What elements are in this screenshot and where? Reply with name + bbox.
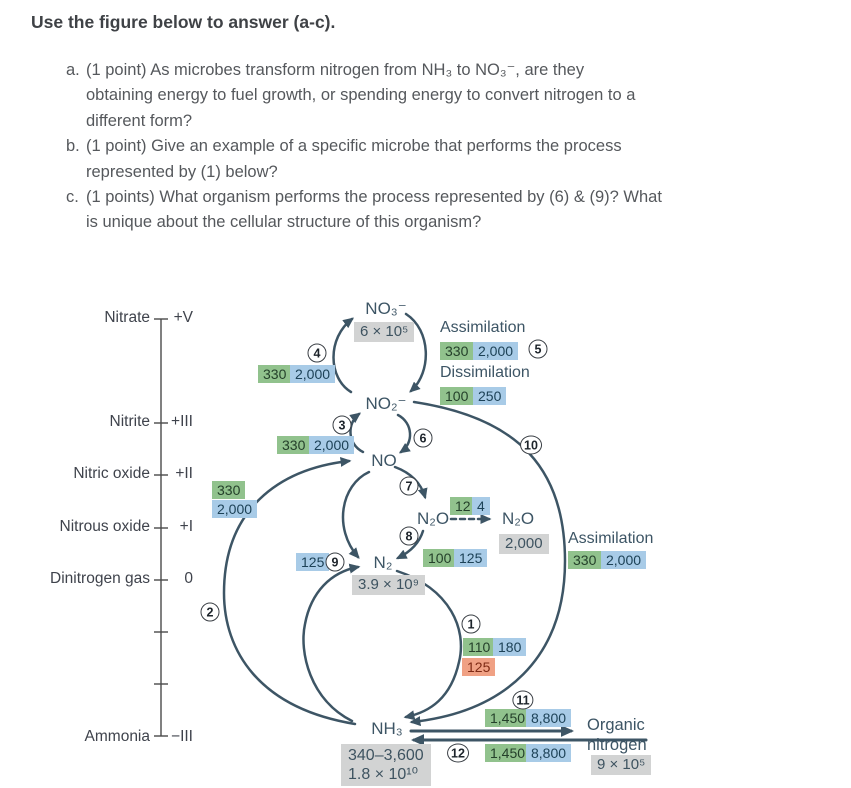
process-number-1: 1 (461, 614, 481, 634)
oxidation-state-minus3: −III (171, 728, 193, 745)
question-c-text: (1 points) What organism performs the pr… (86, 188, 662, 232)
axis-label-nitrate: Nitrate (104, 309, 150, 326)
flux-badge: 100 (423, 549, 457, 567)
question-b-label: b. (66, 137, 80, 156)
process-number-11: 11 (512, 690, 534, 710)
flux-badge: 1,450 (485, 744, 531, 762)
flux-badge: 4 (472, 497, 490, 515)
axis-label-nitric-oxide: Nitric oxide (73, 465, 150, 482)
flux-badge: 125 (296, 553, 330, 571)
flux-badge: 125 (462, 658, 496, 676)
pool-nitrous-oxide: 2,000 (499, 534, 549, 554)
species-nitric-oxide: NO (371, 451, 397, 470)
question-c: c. (1 points) What organism performs the… (66, 185, 836, 236)
page-title: Use the figure below to answer (a-c). (31, 12, 336, 32)
flux-badge: 1,450 (485, 709, 531, 727)
flux-badge: 250 (473, 387, 507, 405)
question-a: a. (1 point) As microbes transform nitro… (66, 58, 836, 134)
question-list: a. (1 point) As microbes transform nitro… (66, 58, 836, 236)
label-assimilation-top: Assimilation (440, 319, 526, 336)
question-c-label: c. (66, 188, 79, 207)
pool-nitrate: 6 × 10⁵ (354, 322, 415, 342)
axis-label-nitrite: Nitrite (109, 413, 150, 430)
species-organic-nitrogen: Organic nitrogen (587, 715, 647, 755)
species-dinitrogen: N₂ (373, 553, 393, 572)
question-b: b. (1 point) Give an example of a specif… (66, 134, 836, 185)
flux-badge: 125 (454, 549, 488, 567)
oxidation-state-zero: 0 (184, 570, 193, 587)
flux-badge: 2,000 (309, 436, 355, 454)
organic-line1: Organic (587, 716, 645, 734)
flux-badge: 8,800 (526, 744, 572, 762)
oxidation-state-plus2: +II (175, 465, 193, 482)
process-number-9: 9 (325, 552, 345, 572)
process-number-6: 6 (413, 428, 433, 448)
axis-label-ammonia: Ammonia (84, 728, 150, 745)
process-number-3: 3 (332, 415, 352, 435)
species-nitrous-oxide-right: N₂O (501, 509, 535, 528)
species-nitrite: NO₂⁻ (365, 394, 407, 413)
species-nitrous-oxide-left: N₂O (416, 509, 450, 528)
flux-badge: 330 (277, 436, 311, 454)
process-number-12: 12 (447, 743, 469, 763)
pool-ammonia: 340–3,600 1.8 × 10¹⁰ (341, 744, 431, 786)
flux-badge: 330 (440, 342, 474, 360)
process-number-4: 4 (307, 343, 327, 363)
species-nitrate: NO₃⁻ (365, 299, 407, 318)
process-number-10: 10 (520, 435, 542, 455)
axis-label-nitrous-oxide: Nitrous oxide (59, 518, 150, 535)
oxidation-state-plus3: +III (171, 413, 193, 430)
axis-label-dinitrogen-gas: Dinitrogen gas (50, 570, 150, 587)
flux-badge: 2,000 (290, 365, 336, 383)
process-number-2: 2 (200, 602, 220, 622)
species-ammonia: NH₃ (371, 719, 403, 738)
label-dissimilation: Dissimilation (440, 364, 530, 381)
oxidation-state-plus1: +I (179, 518, 193, 535)
label-assimilation-right: Assimilation (568, 530, 654, 547)
flux-badge: 180 (493, 638, 527, 656)
process-number-7: 7 (399, 476, 419, 496)
flux-badge: 2,000 (601, 551, 647, 569)
question-b-text: (1 point) Give an example of a specific … (86, 137, 622, 181)
pool-ammonia-range: 340–3,600 (348, 747, 424, 764)
question-a-label: a. (66, 61, 80, 79)
pool-organic-nitrogen: 9 × 10⁵ (591, 755, 652, 775)
flux-badge: 330 (568, 551, 602, 569)
flux-badge: 100 (440, 387, 474, 405)
organic-line2: nitrogen (587, 736, 647, 754)
pool-dinitrogen: 3.9 × 10⁹ (352, 575, 426, 595)
process-number-5: 5 (528, 339, 548, 359)
flux-badge: 330 (258, 365, 292, 383)
flux-badge: 2,000 (473, 342, 519, 360)
pool-ammonia-total: 1.8 × 10¹⁰ (348, 766, 419, 783)
question-a-text: (1 point) As microbes transform nitrogen… (86, 61, 636, 130)
process-number-8: 8 (399, 526, 419, 546)
oxidation-state-plus5: +V (173, 309, 193, 326)
flux-badge: 110 (463, 638, 496, 656)
flux-badge: 2,000 (212, 500, 258, 518)
flux-badge: 330 (212, 481, 246, 499)
flux-badge: 8,800 (526, 709, 572, 727)
flux-badge: 12 (450, 497, 476, 515)
